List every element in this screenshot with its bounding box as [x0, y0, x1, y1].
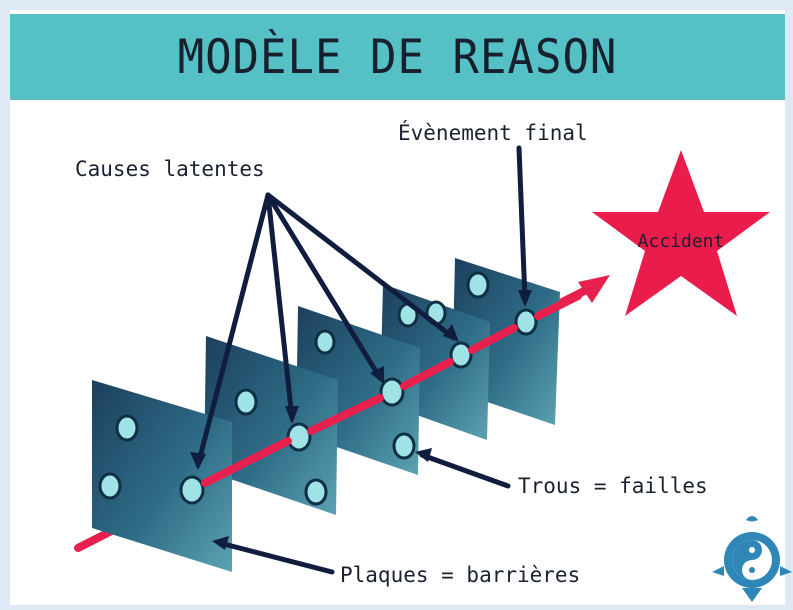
- accident-label: Accident: [638, 231, 725, 252]
- trajectory-overlay: [201, 292, 582, 487]
- pointer-heads: [190, 290, 532, 550]
- final-event-label: Évènement final: [398, 120, 588, 145]
- accident-star: Accident: [592, 150, 770, 316]
- title-banner: MODÈLE DE REASON: [10, 14, 785, 100]
- page-title: MODÈLE DE REASON: [177, 29, 618, 85]
- holes-label: Trous = failles: [518, 474, 708, 498]
- logo-icon: [712, 516, 792, 602]
- plates-label: Plaques = barrières: [340, 563, 580, 587]
- latent-causes-label: Causes latentes: [75, 157, 265, 181]
- pointer-lines: [195, 145, 528, 575]
- plate-1: [92, 380, 232, 572]
